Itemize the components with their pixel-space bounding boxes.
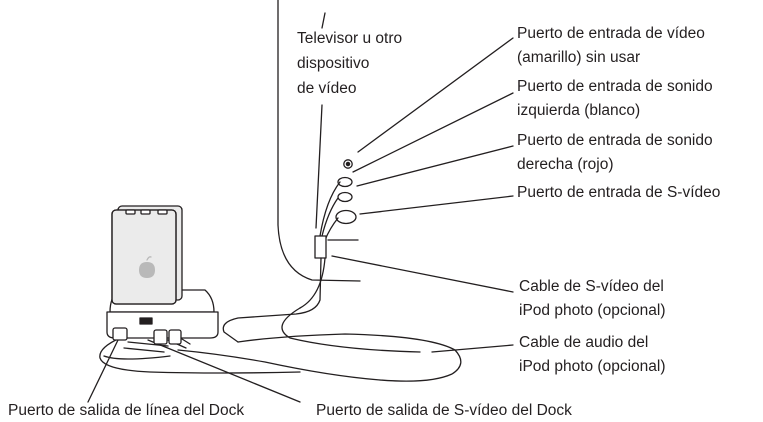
ipod-photo <box>111 205 183 305</box>
dock-line-out-label: Puerto de salida de línea del Dock <box>8 402 245 419</box>
audio-right-in-label-line-1: Puerto de entrada de sonido <box>517 132 713 149</box>
dock-svideo-out-label: Puerto de salida de S-vídeo del Dock <box>316 402 572 419</box>
cable-bundle <box>222 181 341 343</box>
tv-label-line-2: dispositivo <box>297 55 370 72</box>
audio-cable-loops <box>99 307 462 382</box>
video-in-label-line-1: Puerto de entrada de vídeo <box>517 25 705 42</box>
audio-left-in-label-line-1: Puerto de entrada de sonido <box>517 78 713 95</box>
television-outline <box>277 0 361 282</box>
tv-label-line-1: Televisor u otro <box>297 30 403 47</box>
video-in-label-line-2: (amarillo) sin usar <box>517 49 641 66</box>
pointer-lines <box>87 37 514 403</box>
tv-label-line-3: de vídeo <box>297 80 357 97</box>
audio-cable-label-line-2: iPod photo (opcional) <box>519 358 666 375</box>
svideo-in-label: Puerto de entrada de S-vídeo <box>517 184 721 201</box>
audio-left-in-label-line-2: izquierda (blanco) <box>517 102 641 119</box>
tv-jacks <box>335 159 357 225</box>
audio-cable-label-line-1: Cable de audio del <box>519 334 649 351</box>
svideo-cable-label-line-2: iPod photo (opcional) <box>519 302 666 319</box>
svideo-cable-label-line-1: Cable de S-vídeo del <box>519 278 664 295</box>
audio-right-in-label-line-2: derecha (rojo) <box>517 156 614 173</box>
dock-plugs <box>112 327 182 345</box>
